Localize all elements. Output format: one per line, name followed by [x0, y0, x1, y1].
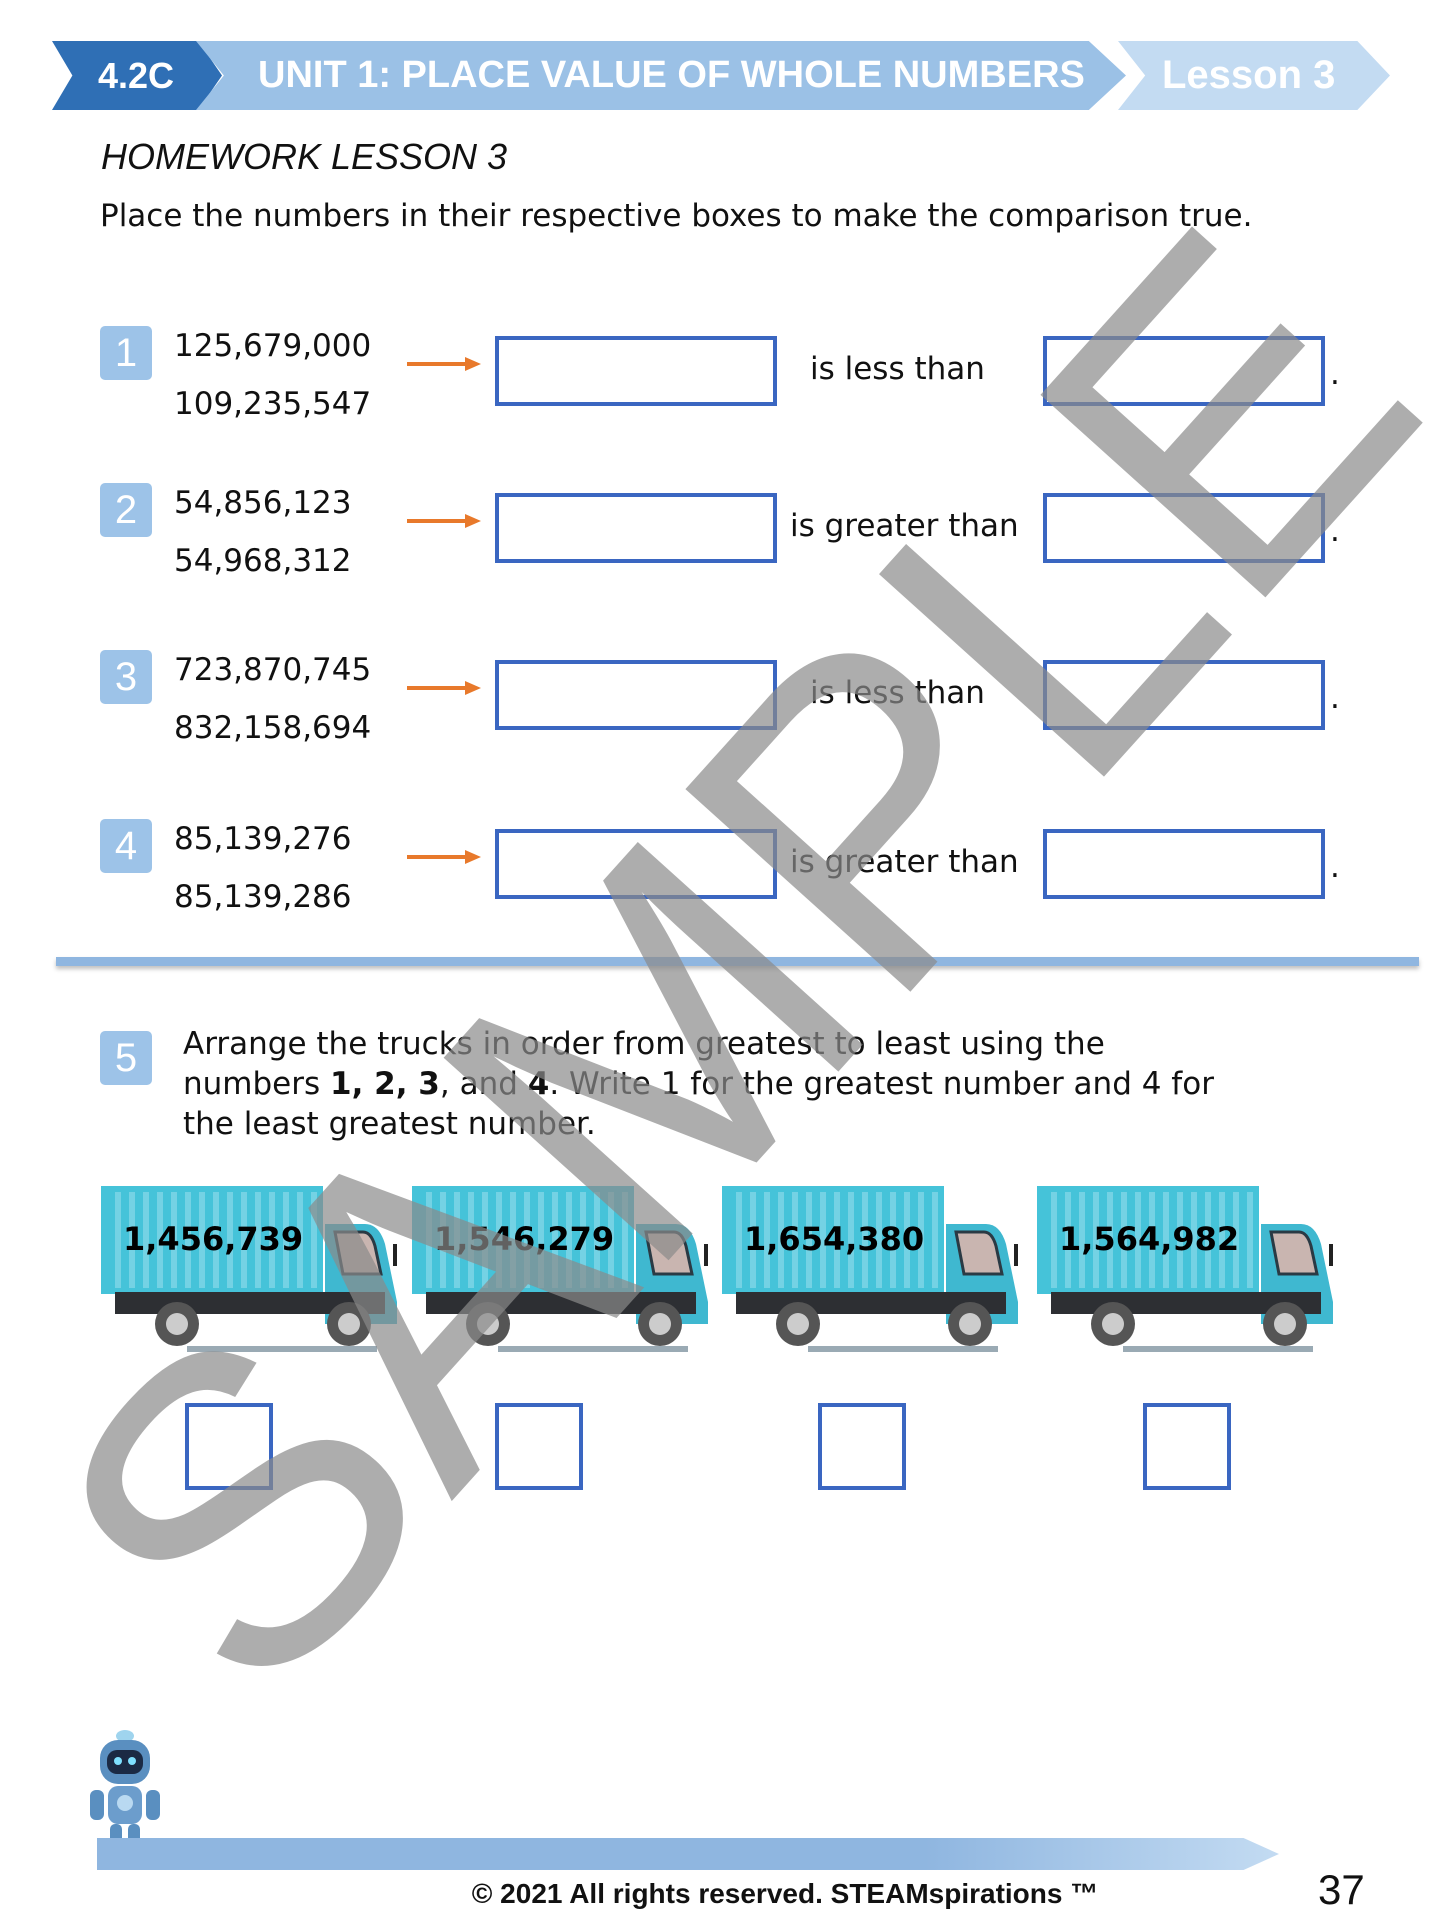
number-a: 85,139,276 [174, 821, 352, 857]
rank-answer-box[interactable] [185, 1403, 273, 1490]
truck: 1,564,982 [1033, 1186, 1341, 1354]
truck-icon [722, 1186, 1018, 1352]
standard-code: 4.2C [98, 54, 175, 96]
number-b: 109,235,547 [174, 386, 372, 422]
q5-text-part: , and [439, 1066, 528, 1102]
arrow-right-icon [407, 850, 481, 864]
rank-answer-box[interactable] [818, 1403, 906, 1490]
answer-box-right[interactable] [1043, 660, 1325, 730]
period: . [1330, 513, 1340, 549]
answer-box-right[interactable] [1043, 493, 1325, 563]
question-number-badge: 4 [100, 819, 152, 873]
q5-line-1: Arrange the trucks in order from greates… [183, 1026, 1105, 1062]
truck-icon [101, 1186, 397, 1352]
truck: 1,456,739 [97, 1186, 405, 1354]
question-number-badge: 1 [100, 326, 152, 380]
truck-number: 1,654,380 [744, 1220, 925, 1258]
q5-bold-number: 4 [527, 1066, 550, 1102]
unit-tab: UNIT 1: PLACE VALUE OF WHOLE NUMBERS [196, 41, 1126, 110]
answer-box-right[interactable] [1043, 829, 1325, 899]
comparison-text: is less than [810, 351, 985, 387]
truck-number: 1,456,739 [123, 1220, 304, 1258]
answer-box-left[interactable] [495, 660, 777, 730]
arrow-right-icon [407, 681, 481, 695]
copyright: © 2021 All rights reserved. STEAMspirati… [471, 1878, 1099, 1909]
question-number-badge: 5 [100, 1031, 152, 1085]
truck-number: 1,546,279 [434, 1220, 615, 1258]
number-b: 85,139,286 [174, 879, 352, 915]
q5-bold-numbers: 1, 2, 3 [330, 1066, 440, 1102]
rank-answer-box[interactable] [495, 1403, 583, 1490]
question-number-badge: 3 [100, 650, 152, 704]
lesson-tab: Lesson 3 [1118, 41, 1390, 110]
truck-number: 1,564,982 [1059, 1220, 1240, 1258]
period: . [1330, 356, 1340, 392]
unit-title: UNIT 1: PLACE VALUE OF WHOLE NUMBERS [258, 54, 1085, 96]
arrow-right-icon [407, 357, 481, 371]
number-b: 54,968,312 [174, 543, 352, 579]
answer-box-right[interactable] [1043, 336, 1325, 406]
truck-icon [1037, 1186, 1333, 1352]
question-number-badge: 2 [100, 483, 152, 537]
truck: 1,654,380 [718, 1186, 1026, 1354]
truck-icon [412, 1186, 708, 1352]
comparison-text: is greater than [790, 508, 1019, 544]
robot-mascot-icon [90, 1730, 160, 1854]
number-a: 54,856,123 [174, 485, 352, 521]
lesson-label: Lesson 3 [1162, 53, 1336, 97]
number-a: 125,679,000 [174, 328, 372, 364]
comparison-text: is less than [810, 675, 985, 711]
period: . [1330, 849, 1340, 885]
q5-line-2: numbers 1, 2, 3, and 4. Write 1 for the … [183, 1064, 1363, 1104]
question-5-text: Arrange the trucks in order from greates… [183, 1024, 1363, 1144]
answer-box-left[interactable] [495, 829, 777, 899]
standard-code-tab: 4.2C [52, 41, 222, 110]
q5-text-part: . Write 1 for the greatest number and 4 … [549, 1066, 1214, 1102]
rank-answer-box[interactable] [1143, 1403, 1231, 1490]
comparison-text: is greater than [790, 844, 1019, 880]
page-title: HOMEWORK LESSON 3 [101, 136, 508, 177]
arrow-right-icon [407, 514, 481, 528]
instructions: Place the numbers in their respective bo… [100, 198, 1253, 234]
q5-line-3: the least greatest number. [183, 1106, 596, 1142]
page-number: 37 [1318, 1866, 1365, 1913]
truck: 1,546,279 [408, 1186, 716, 1354]
section-divider [56, 957, 1419, 966]
number-b: 832,158,694 [174, 710, 372, 746]
answer-box-left[interactable] [495, 336, 777, 406]
footer-bar [97, 1838, 1279, 1870]
q5-text-part: numbers [183, 1066, 330, 1102]
answer-box-left[interactable] [495, 493, 777, 563]
number-a: 723,870,745 [174, 652, 372, 688]
period: . [1330, 680, 1340, 716]
